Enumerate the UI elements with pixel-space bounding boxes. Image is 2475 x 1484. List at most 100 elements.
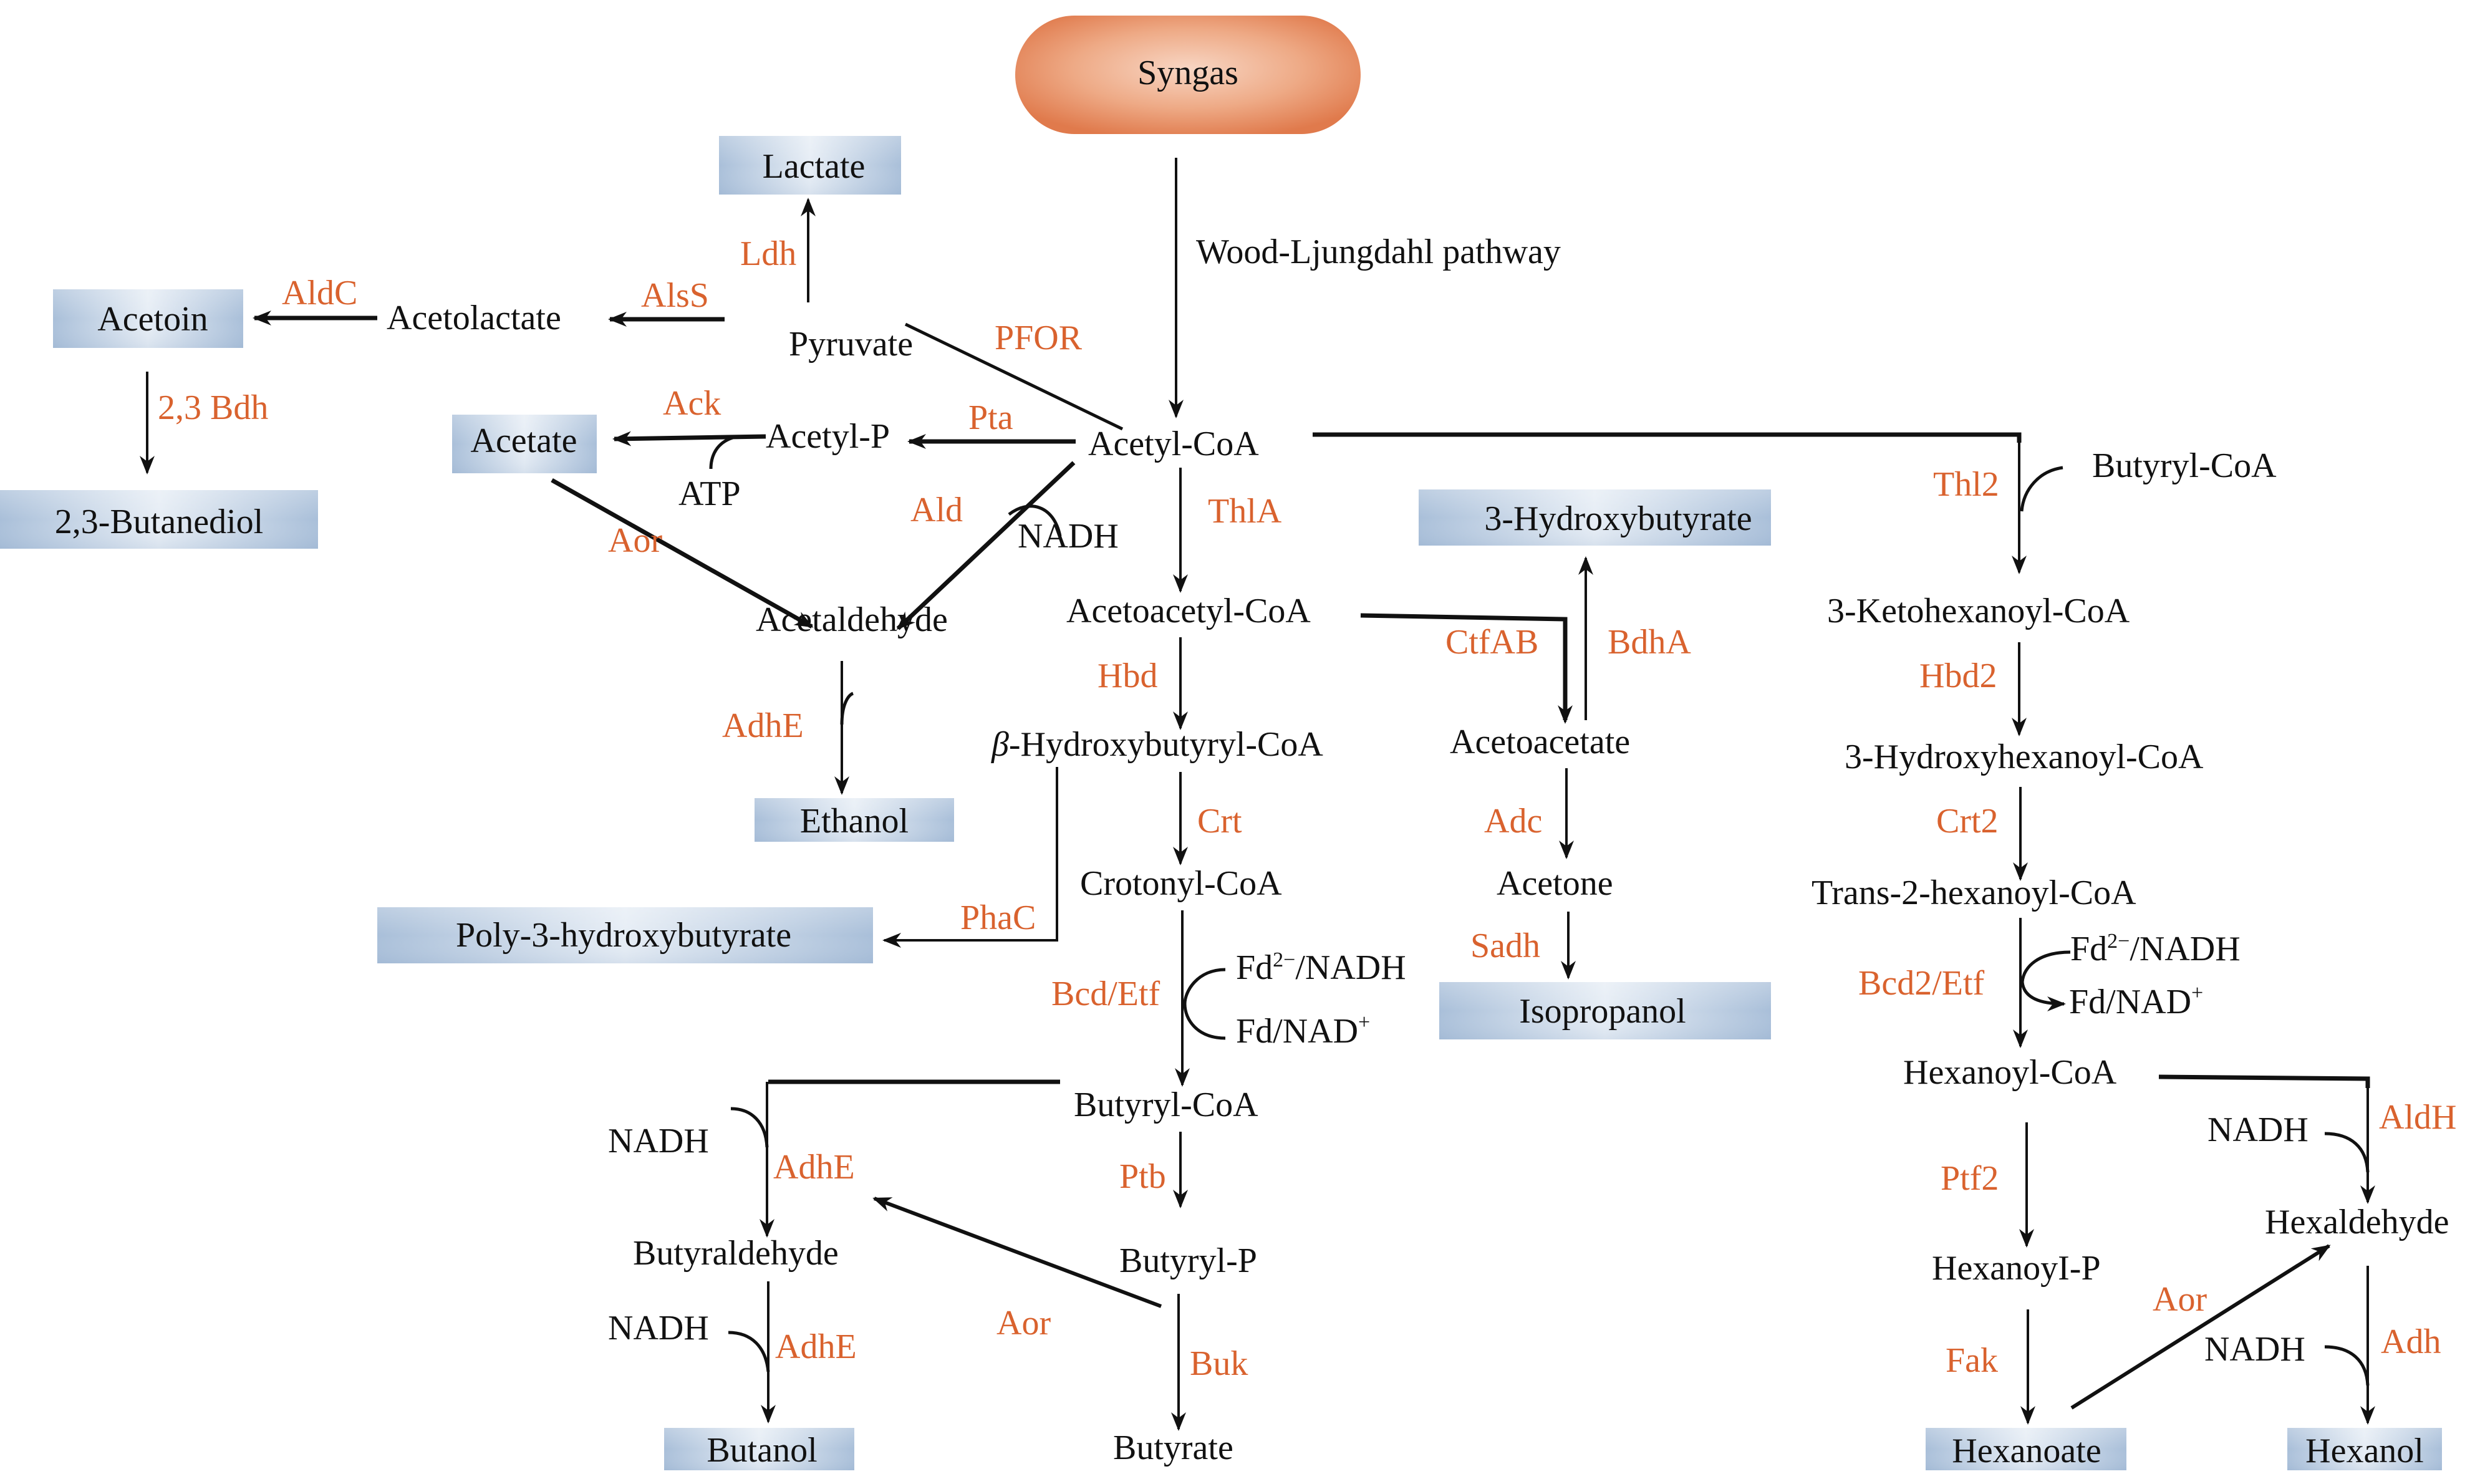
enzyme-alss: AlsS (641, 276, 709, 315)
curve-nadh-3 (2324, 1132, 2370, 1173)
syngas-label: Syngas (1137, 54, 1238, 92)
metabolite-acetaldehyde: Acetaldehyde (756, 600, 948, 639)
svg-text:Isopropanol: Isopropanol (1519, 992, 1686, 1031)
enzyme-thl2: Thl2 (1933, 465, 1999, 504)
metabolite-acetyl-p: Acetyl-P (766, 417, 890, 456)
line-pfor (904, 322, 1124, 431)
enzyme-aldh: AldH (2379, 1098, 2456, 1137)
enzyme-aor-3: Aor (2153, 1280, 2207, 1319)
enzyme-pta: Pta (968, 398, 1013, 437)
enzyme-bcd2-etf: Bcd2/Etf (1858, 964, 1985, 1003)
enzyme-adhe-1: AdhE (722, 706, 804, 745)
enzyme-aor-1: Aor (608, 521, 662, 560)
wood-ljungdahl-label: Wood-Ljungdahl pathway (1196, 233, 1561, 271)
metabolite-hexanoyl-coa: Hexanoyl-CoA (1903, 1053, 2117, 1092)
cofactor-fd-nad: Fd/NAD+ (1236, 1011, 1370, 1051)
cofactor-fd-nad-right: Fd/NAD+ (2069, 981, 2203, 1021)
metabolite-nadh-3: NADH (2207, 1111, 2309, 1149)
enzyme-adh: Adh (2381, 1323, 2441, 1361)
enzyme-adc: Adc (1484, 802, 1542, 841)
curve-bcd-etf (1183, 968, 1226, 1040)
curve-nadh-ald (1008, 504, 1062, 537)
curve-butyryl-coa-thl2 (2020, 466, 2063, 512)
svg-text:Acetoin: Acetoin (97, 300, 208, 339)
product-hexanol: Hexanol (2287, 1428, 2442, 1470)
product-butanediol: 2,3-Butanediol (0, 490, 318, 549)
enzyme-sadh: Sadh (1470, 927, 1540, 965)
metabolite-3-hydroxyhexanoyl-coa: 3-Hydroxyhexanoyl-CoA (1845, 738, 2204, 776)
enzyme-ldh: Ldh (740, 234, 796, 273)
metabolite-hexanoyl-p: HexanoyI-P (1932, 1249, 2101, 1288)
svg-text:Acetate: Acetate (471, 422, 577, 460)
curve-nadh-1 (730, 1107, 769, 1148)
metabolite-beta-hydroxybutyryl-coa: β-Hydroxybutyryl-CoA (991, 725, 1323, 764)
product-lactate: Lactate (719, 136, 901, 195)
enzyme-crt2: Crt2 (1936, 802, 1999, 841)
metabolite-3-ketohexanoyl-coa: 3-Ketohexanoyl-CoA (1827, 592, 2130, 630)
metabolite-crotonyl-coa: Crotonyl-CoA (1080, 864, 1282, 903)
enzyme-adhe-3: AdhE (775, 1327, 857, 1366)
arrow-ack (612, 431, 766, 446)
metabolite-nadh-ald: NADH (1018, 517, 1119, 556)
svg-text:Lactate: Lactate (763, 147, 866, 186)
product-hexanoate: Hexanoate (1926, 1428, 2126, 1470)
enzyme-thla: ThlA (1208, 492, 1282, 531)
product-acetoin: Acetoin (53, 289, 243, 348)
metabolite-acetyl-coa: Acetyl-CoA (1088, 425, 1259, 463)
product-poly-3-hydroxybutyrate: Poly-3-hydroxybutyrate (377, 907, 873, 963)
metabolite-acetoacetyl-coa: Acetoacetyl-CoA (1066, 592, 1311, 630)
metabolite-pyruvate: Pyruvate (789, 325, 913, 364)
product-butanol: Butanol (664, 1428, 854, 1470)
line-acetyl-coa-thl2 (1313, 432, 2022, 443)
enzyme-crt: Crt (1197, 802, 1242, 841)
metabolite-nadh-2: NADH (608, 1309, 709, 1347)
cofactor-fd-nadh: Fd2−/NADH (1236, 948, 1406, 987)
line-aldh (2158, 1074, 2370, 1088)
curve-nadh-4 (2324, 1345, 2370, 1386)
metabolite-butyryl-p: Butyryl-P (1119, 1241, 1257, 1280)
metabolite-nadh-4: NADH (2204, 1330, 2305, 1369)
enzyme-ald: Ald (910, 491, 963, 529)
metabolite-hexaldehyde: Hexaldehyde (2265, 1203, 2449, 1241)
svg-text:2,3-Butanediol: 2,3-Butanediol (55, 503, 263, 541)
arrow-aor-acetate (551, 478, 814, 629)
curve-nadh-2 (728, 1331, 770, 1372)
metabolite-butyryl-coa: Butyryl-CoA (1074, 1086, 1258, 1124)
enzyme-ack: Ack (663, 384, 721, 423)
enzyme-aor-2: Aor (996, 1304, 1051, 1342)
enzyme-hbd: Hbd (1098, 657, 1157, 695)
enzyme-pfor: PFOR (995, 319, 1083, 357)
metabolite-butyrate: Butyrate (1113, 1429, 1233, 1467)
curve-adhe-ethanol (840, 691, 854, 725)
syngas-node: Syngas (1015, 16, 1361, 134)
product-ethanol: Ethanol (755, 798, 954, 842)
svg-text:Ethanol: Ethanol (800, 802, 909, 841)
enzyme-buk: Buk (1190, 1344, 1248, 1383)
metabolite-atp: ATP (678, 475, 741, 513)
cofactor-fd-nadh-right: Fd2−/NADH (2070, 930, 2241, 968)
metabolite-acetoacetate: Acetoacetate (1450, 723, 1630, 761)
arrow-aor-hexanoate (2070, 1244, 2331, 1410)
metabolite-nadh-1: NADH (608, 1122, 709, 1160)
enzyme-ptb: Ptb (1119, 1157, 1166, 1196)
curve-bcd2-etf (2020, 950, 2071, 1011)
product-3-hydroxybutyrate: 3-Hydroxybutyrate (1419, 489, 1771, 546)
enzyme-ptf2: Ptf2 (1941, 1159, 1999, 1198)
svg-text:Hexanol: Hexanol (2305, 1432, 2424, 1470)
svg-text:Butanol: Butanol (707, 1431, 817, 1470)
enzyme-hbd2: Hbd2 (1919, 657, 1997, 695)
enzyme-ctfab: CtfAB (1445, 623, 1538, 662)
product-acetate: Acetate (452, 415, 597, 473)
metabolite-acetolactate: Acetolactate (387, 299, 561, 337)
metabolite-butyryl-coa-right: Butyryl-CoA (2092, 446, 2277, 485)
enzyme-bcd-etf: Bcd/Etf (1051, 975, 1160, 1013)
product-isopropanol: Isopropanol (1439, 982, 1771, 1039)
svg-text:Hexanoate: Hexanoate (1952, 1432, 2101, 1470)
metabolite-trans-2-hexanoyl-coa: Trans-2-hexanoyl-CoA (1812, 874, 2136, 912)
enzyme-aldc: AldC (282, 274, 357, 312)
curve-atp (709, 436, 733, 470)
metabolite-acetone: Acetone (1497, 864, 1613, 903)
svg-text:Poly-3-hydroxybutyrate: Poly-3-hydroxybutyrate (456, 916, 791, 955)
arrow-ald (896, 461, 1076, 630)
